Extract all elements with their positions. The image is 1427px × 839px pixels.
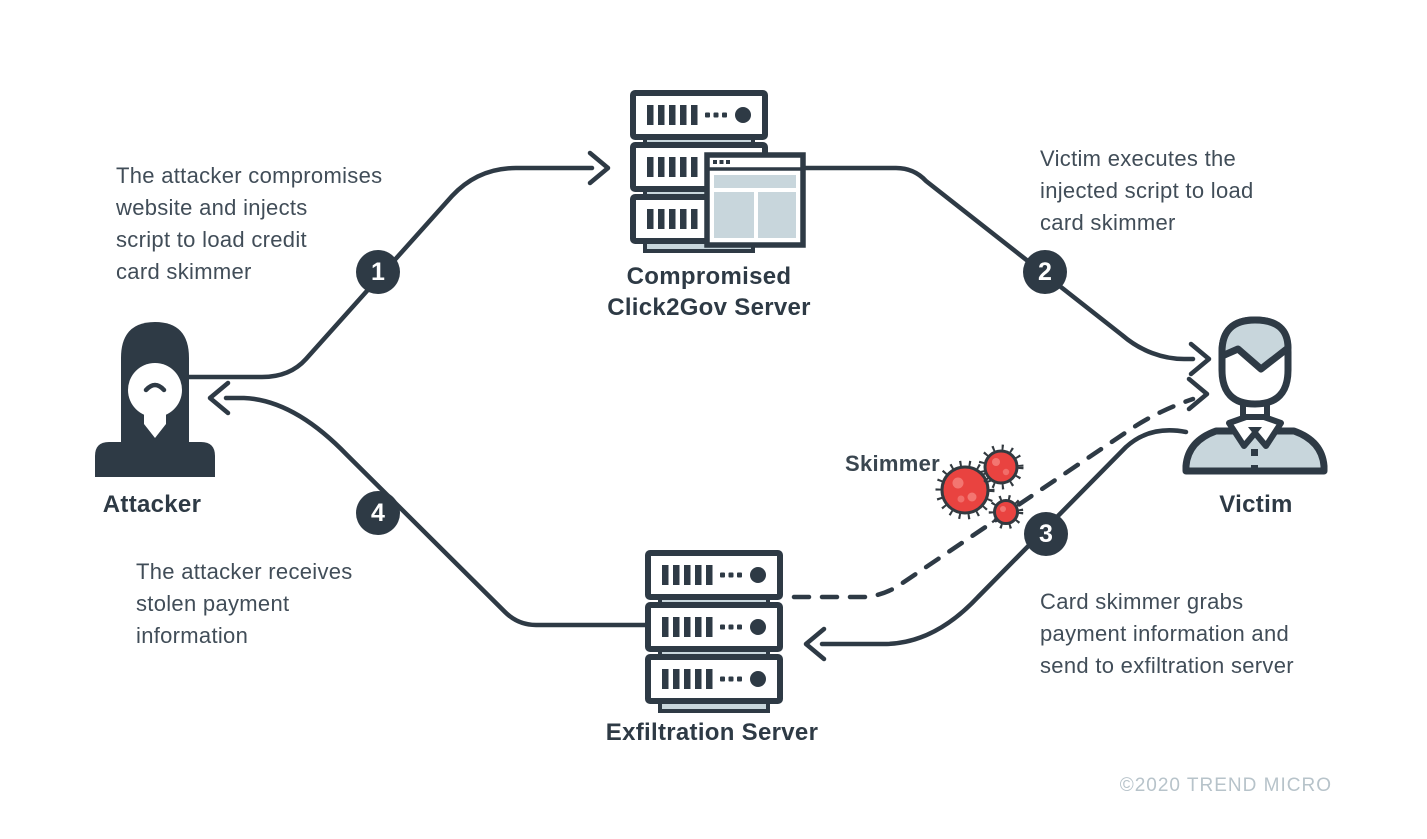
server-stack-icon xyxy=(648,553,780,711)
arrowhead-to-exfil xyxy=(803,626,827,662)
person-icon xyxy=(1182,316,1328,475)
attacker-label: Attacker xyxy=(102,491,202,518)
germ-small xyxy=(988,494,1024,530)
germ-medium xyxy=(978,444,1024,490)
hooded-attacker-icon xyxy=(95,322,215,477)
browser-window-icon xyxy=(704,152,806,248)
arrowhead-to-victim-dashed xyxy=(1186,376,1210,412)
step-badge-2: 2 xyxy=(1023,250,1067,294)
skimmer-label: Skimmer xyxy=(845,451,941,476)
flow-line-attacker-to-server xyxy=(183,165,595,380)
victim-label: Victim xyxy=(1219,491,1293,518)
virus-germ-icon xyxy=(935,444,1024,530)
step-2-description: Victim executes the injected script to l… xyxy=(1040,146,1254,235)
germ-large xyxy=(935,460,995,520)
server-stack-browser-icon xyxy=(633,93,806,251)
step-badge-3: 3 xyxy=(1024,512,1068,556)
step-badge-1: 1 xyxy=(356,250,400,294)
skimmer-dashed-line xyxy=(791,396,1196,600)
arrowhead-to-server xyxy=(587,150,611,186)
copyright-text: ©2020 TREND MICRO xyxy=(1119,775,1332,796)
compromised-server-label: Compromised Click2Gov Server xyxy=(607,263,811,321)
flow-line-exfil-to-attacker xyxy=(223,395,651,628)
step-badge-4: 4 xyxy=(356,491,400,535)
flow-line-victim-to-exfil xyxy=(819,428,1189,647)
flow-line-server-to-victim xyxy=(801,165,1196,362)
exfiltration-server-label: Exfiltration Server xyxy=(605,719,819,746)
step-3-description: Card skimmer grabs payment information a… xyxy=(1040,589,1294,678)
arrowhead-to-victim-solid xyxy=(1188,341,1212,377)
step-4-description: The attacker receives stolen payment inf… xyxy=(136,559,353,648)
arrowhead-to-attacker xyxy=(207,380,231,416)
step-1-description: The attacker compromises website and inj… xyxy=(116,163,383,284)
